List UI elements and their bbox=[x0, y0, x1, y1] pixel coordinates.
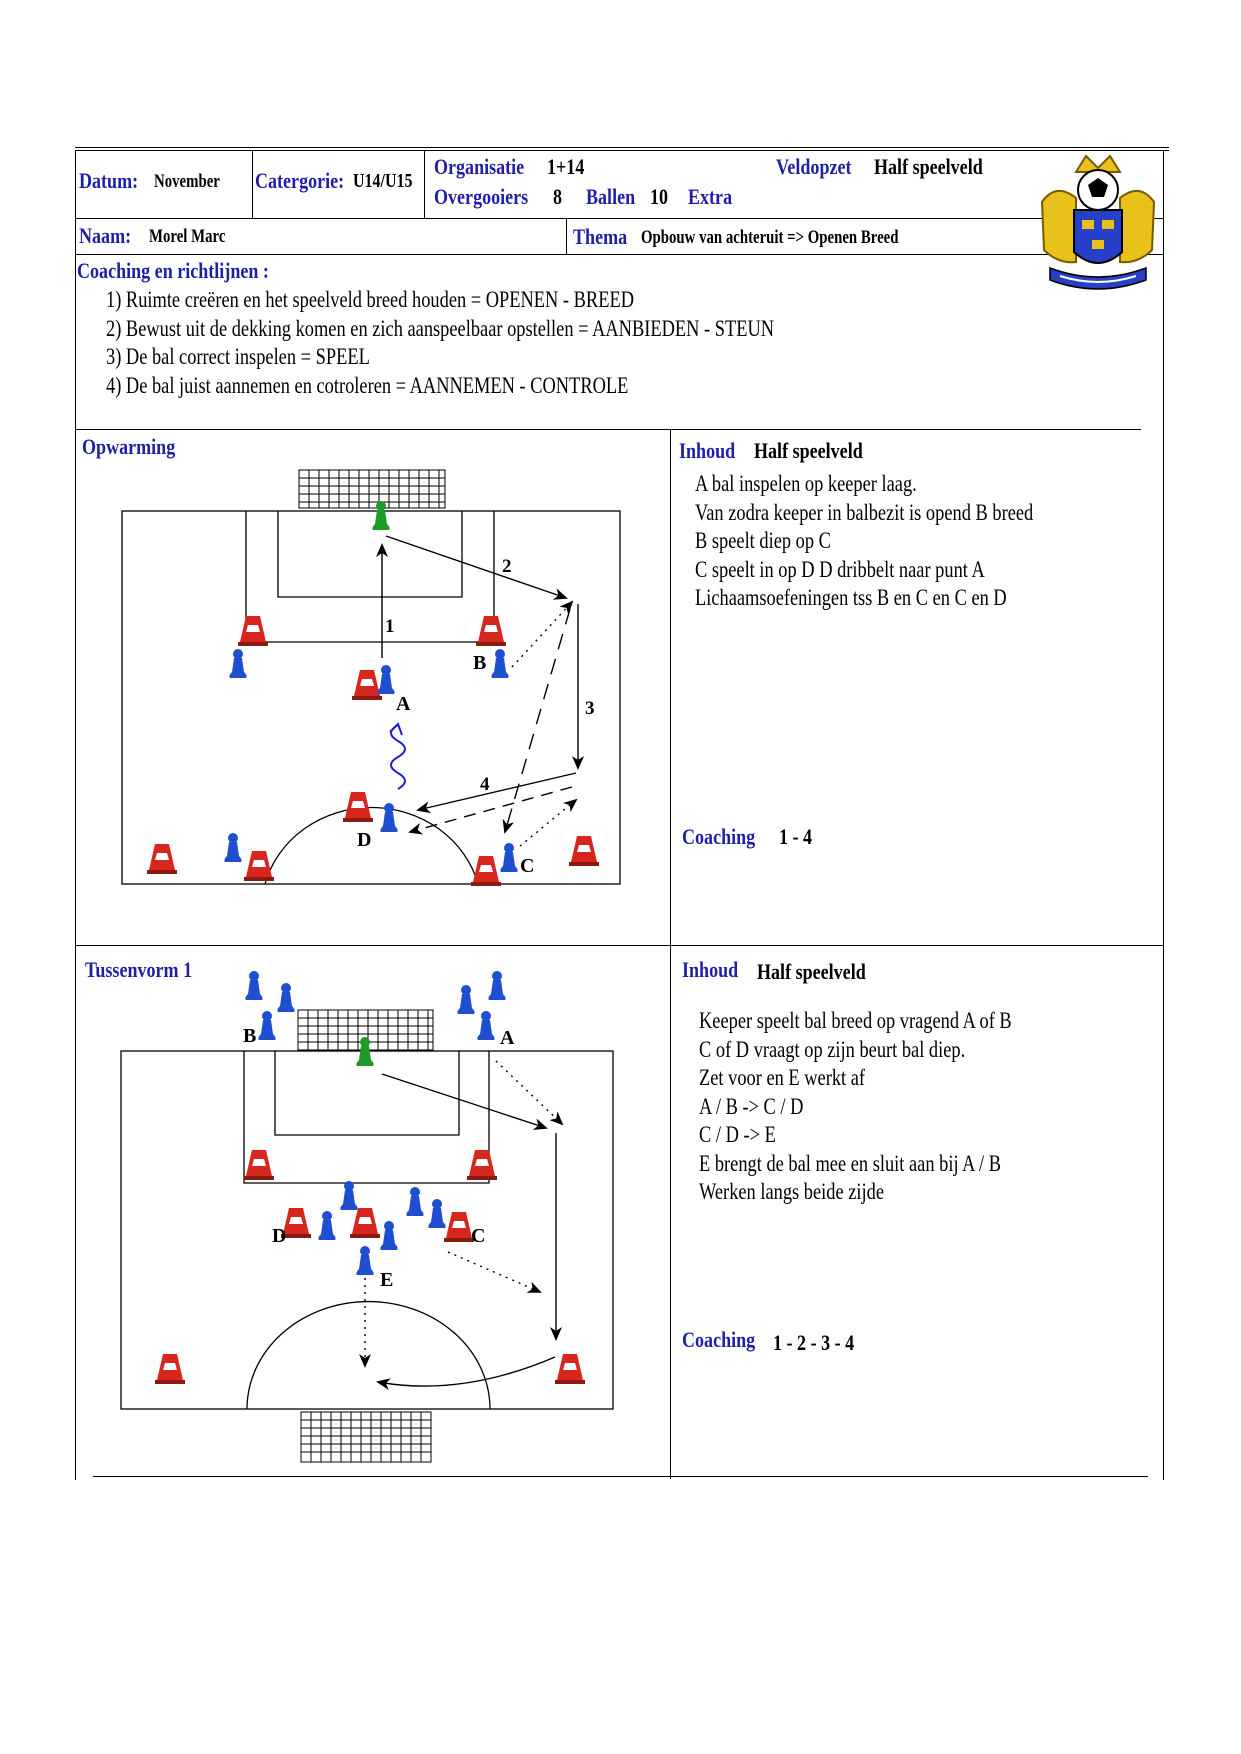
description-line: Lichaamsoefeningen tss B en C en C en D bbox=[695, 585, 1007, 610]
player bbox=[428, 1199, 446, 1228]
coaching-item: 3) De bal correct inspelen = SPEEL bbox=[106, 344, 370, 369]
player-b bbox=[258, 1011, 276, 1040]
description-line: Zet voor en E werkt af bbox=[699, 1065, 866, 1090]
pass-number: 1 bbox=[385, 616, 395, 637]
player-label: B bbox=[473, 652, 486, 674]
coaching-item: 2) Bewust uit de dekking komen en zich a… bbox=[106, 315, 775, 341]
player-label: D bbox=[272, 1225, 286, 1247]
cone bbox=[555, 1354, 585, 1384]
pass-arrows bbox=[376, 535, 584, 847]
cone bbox=[244, 1150, 274, 1180]
player bbox=[488, 971, 506, 1000]
coaching-richtlijnen-list: 1) Ruimte creëren en het speelveld breed… bbox=[106, 286, 774, 400]
player-label: A bbox=[396, 693, 411, 715]
tussenvorm-coaching-value: 1 - 2 - 3 - 4 bbox=[773, 1330, 855, 1355]
player-label: C bbox=[471, 1225, 485, 1247]
tussenvorm-inhoud-value: Half speelveld bbox=[757, 959, 866, 984]
tussenvorm-inhoud-label: Inhoud bbox=[682, 957, 739, 982]
description-line: C / D -> E bbox=[699, 1122, 776, 1147]
opwarming-description: A bal inspelen op keeper laag. Van zodra… bbox=[695, 470, 1033, 613]
categorie-value: U14/U15 bbox=[353, 170, 413, 192]
veldopzet-value: Half speelveld bbox=[874, 154, 983, 179]
description-line: C speelt in op D D dribbelt naar punt A bbox=[695, 556, 985, 582]
dribble-arrowhead bbox=[389, 722, 403, 736]
description-line: E brengt de bal mee en sluit aan bij A /… bbox=[699, 1150, 1002, 1176]
categorie-label: Catergorie: bbox=[255, 168, 345, 193]
extra-label: Extra bbox=[688, 184, 733, 209]
organisatie-value: 1+14 bbox=[547, 154, 585, 179]
dribble-path bbox=[390, 724, 406, 790]
cone bbox=[467, 1150, 497, 1180]
naam-value: Morel Marc bbox=[149, 226, 226, 247]
organisatie-label: Organisatie bbox=[434, 154, 525, 179]
opwarming-coaching-label: Coaching bbox=[682, 824, 756, 849]
description-line: C of D vraagt op zijn beurt bal diep. bbox=[699, 1036, 966, 1062]
player-label: E bbox=[380, 1269, 393, 1291]
player-a bbox=[477, 1011, 495, 1040]
club-crest-logo bbox=[1040, 154, 1156, 290]
player-e bbox=[356, 1246, 374, 1275]
opwarming-inhoud-value: Half speelveld bbox=[754, 438, 863, 463]
player bbox=[277, 983, 295, 1012]
tussenvorm-description: Keeper speelt bal breed op vragend A of … bbox=[699, 1007, 1012, 1207]
ballen-label: Ballen bbox=[586, 184, 636, 209]
ballen-value: 10 bbox=[650, 184, 669, 209]
description-line: Van zodra keeper in balbezit is opend B … bbox=[695, 499, 1034, 525]
cone bbox=[444, 1212, 474, 1242]
player-label: C bbox=[520, 855, 534, 877]
opwarming-inhoud-label: Inhoud bbox=[679, 438, 736, 463]
player bbox=[380, 1221, 398, 1250]
goal-net-bottom bbox=[300, 1411, 432, 1463]
tussenvorm-coaching-label: Coaching bbox=[682, 1327, 756, 1352]
coaching-item: 1) Ruimte creëren en het speelveld breed… bbox=[106, 287, 634, 312]
datum-value: November bbox=[154, 171, 220, 192]
pass-number: 2 bbox=[502, 556, 512, 577]
player-label: D bbox=[357, 829, 371, 851]
player bbox=[340, 1181, 358, 1210]
opwarming-coaching-value: 1 - 4 bbox=[779, 824, 813, 849]
goal-net bbox=[298, 469, 446, 509]
pass-arrows bbox=[359, 1060, 564, 1391]
description-line: Keeper speelt bal breed op vragend A of … bbox=[699, 1008, 1012, 1033]
pass-number: 3 bbox=[585, 698, 595, 719]
coaching-richtlijnen-title: Coaching en richtlijnen : bbox=[77, 258, 269, 283]
tussenvorm-title: Tussenvorm 1 bbox=[85, 957, 193, 982]
description-line: B speelt diep op C bbox=[695, 528, 831, 553]
opwarming-title: Opwarming bbox=[82, 434, 176, 459]
description-line: Werken langs beide zijde bbox=[699, 1179, 884, 1204]
player bbox=[245, 971, 263, 1000]
description-line: A bal inspelen op keeper laag. bbox=[695, 471, 917, 496]
overgooiers-value: 8 bbox=[553, 184, 563, 209]
player bbox=[406, 1187, 424, 1216]
cone bbox=[350, 1208, 380, 1238]
thema-value: Opbouw van achteruit => Openen Breed bbox=[641, 227, 899, 248]
field-lines bbox=[121, 510, 621, 885]
coaching-item: 4) De bal juist aannemen en cotroleren =… bbox=[106, 372, 629, 398]
overgooiers-label: Overgooiers bbox=[434, 184, 529, 209]
player-label: A bbox=[500, 1027, 515, 1049]
player-label: B bbox=[243, 1025, 256, 1047]
pass-number: 4 bbox=[480, 774, 490, 795]
description-line: A / B -> C / D bbox=[699, 1093, 804, 1119]
datum-label: Datum: bbox=[79, 168, 139, 193]
player-d bbox=[318, 1211, 336, 1240]
naam-label: Naam: bbox=[79, 223, 132, 248]
cone bbox=[155, 1354, 185, 1384]
player bbox=[457, 985, 475, 1014]
veldopzet-label: Veldopzet bbox=[776, 154, 852, 179]
thema-label: Thema bbox=[573, 224, 628, 249]
